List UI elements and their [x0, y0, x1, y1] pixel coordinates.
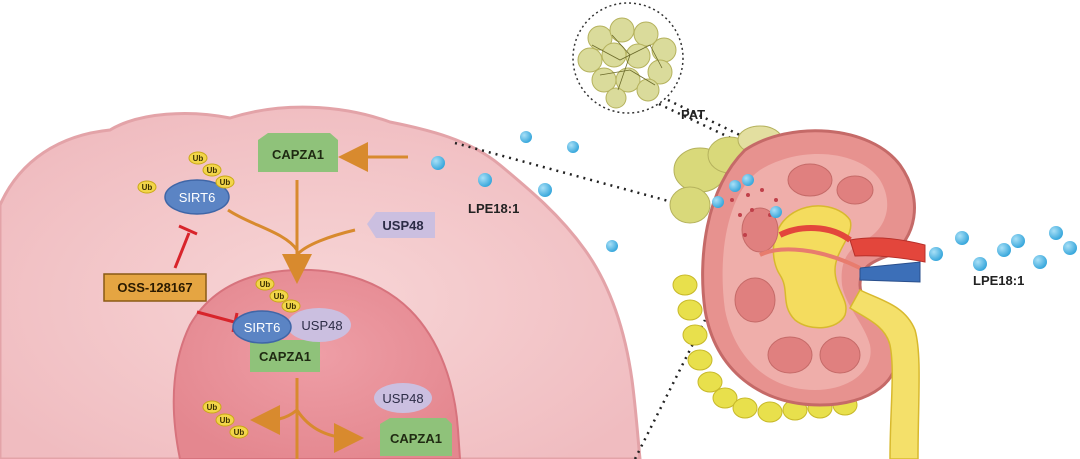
svg-text:Ub: Ub — [207, 403, 218, 412]
svg-text:Ub: Ub — [234, 428, 245, 437]
capza1-free-node: CAPZA1 — [380, 418, 452, 456]
capza1-top-label: CAPZA1 — [272, 147, 324, 162]
zoom-lines — [454, 93, 751, 459]
renal-vessels — [759, 225, 926, 283]
kidney — [701, 129, 916, 407]
ureter — [849, 289, 920, 459]
svg-text:Ub: Ub — [207, 166, 218, 175]
lpe-cell-label: LPE18:1 — [468, 201, 519, 216]
ubiquitin-free: Ub Ub Ub — [202, 400, 249, 439]
capza1-top-node: CAPZA1 — [258, 133, 338, 172]
lpe-kidney-label: LPE18:1 — [973, 273, 1024, 288]
pat-magnifier — [572, 2, 684, 114]
nuclear-complex: CAPZA1 USP48 SIRT6 — [232, 308, 351, 372]
capza1-complex-label: CAPZA1 — [259, 349, 311, 364]
usp48-free-node: USP48 — [374, 383, 432, 413]
usp48-free-label: USP48 — [382, 391, 423, 406]
sirt6-complex-label: SIRT6 — [244, 320, 281, 335]
usp48-complex-label: USP48 — [301, 318, 342, 333]
sirt6-cytoplasm-node: SIRT6 — [164, 179, 230, 215]
oss-128167-label: OSS-128167 — [117, 280, 192, 295]
usp48-right-node: USP48 — [367, 212, 435, 238]
svg-text:Ub: Ub — [260, 280, 271, 289]
usp48-right-label: USP48 — [382, 218, 423, 233]
svg-text:Ub: Ub — [220, 178, 231, 187]
svg-text:Ub: Ub — [286, 302, 297, 311]
pat-label: PAT — [681, 107, 705, 122]
oss-128167-inhibitor: OSS-128167 — [103, 273, 207, 302]
svg-text:Ub: Ub — [142, 183, 153, 192]
pathway-arrows — [227, 142, 408, 459]
svg-text:Ub: Ub — [220, 416, 231, 425]
ubiquitin-chain-nucleus: Ub Ub Ub — [255, 277, 301, 313]
lpe-molecules-kidney — [712, 174, 1077, 271]
svg-text:Ub: Ub — [274, 292, 285, 301]
sirt6-cytoplasm-label: SIRT6 — [179, 190, 216, 205]
svg-text:Ub: Ub — [193, 154, 204, 163]
lpe-molecules-cell — [431, 131, 618, 252]
ubiquitin-chain-cytoplasm: Ub Ub Ub Ub — [137, 151, 235, 194]
capza1-free-label: CAPZA1 — [390, 431, 442, 446]
